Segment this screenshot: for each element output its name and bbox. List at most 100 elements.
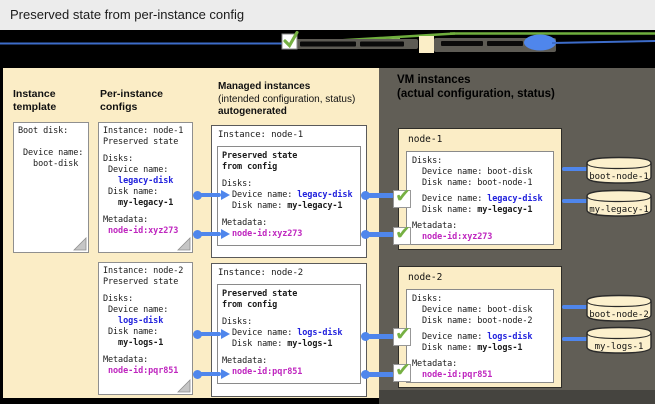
boot-disk-label: Boot disk: [18, 126, 69, 136]
stateful-disk-line: Disk name: my-legacy-1 [412, 205, 533, 215]
page-title: Preserved state from per-instance config [10, 7, 245, 22]
disk-cylinder-boot-node-2: boot-node-2 [586, 294, 652, 322]
device-name-value: logs-disk [487, 332, 533, 342]
column-header-instance-template: Instance template [13, 88, 57, 113]
stateful-device-line: Device name: logs-disk [412, 332, 533, 342]
metadata-label: Metadata: [222, 218, 268, 228]
title-bar: Preserved state from per-instance config [0, 0, 655, 30]
folded-corner-icon [177, 379, 191, 393]
disk-name-label: Disk name: [103, 327, 159, 337]
arrow-right-icon [221, 190, 230, 200]
disks-label: Disks: [103, 154, 134, 164]
preserved-state-heading: Preserved state [222, 151, 298, 161]
preserved-state-line: Preserved state [103, 277, 179, 287]
connector-line [197, 193, 221, 197]
metadata-label: Metadata: [412, 221, 458, 231]
boot-device-line: Device name: boot-disk [412, 167, 533, 177]
instance-template-card: Boot disk: Device name: boot-disk [13, 122, 89, 253]
column-header-managed-instances: Managed instances (intended configuratio… [218, 81, 356, 117]
disks-label: Disks: [412, 156, 443, 166]
check-icon: ✔ [395, 185, 411, 207]
arrow-right-icon [221, 329, 230, 339]
vm-panel-bottom-strip [379, 390, 655, 404]
disk-link-line [562, 167, 588, 171]
managed-instance-card-node-2: Instance: node-2 Preserved state from co… [211, 263, 367, 397]
disk-name-value: my-logs-1 [287, 339, 333, 349]
vm-node-title: node-1 [408, 134, 443, 145]
metadata-value: node-id:pqr851 [412, 370, 493, 380]
legend-redacted-text-3 [441, 41, 483, 46]
disk-link-line [562, 337, 588, 341]
connector-line [197, 332, 221, 336]
connector-dot [361, 332, 370, 341]
disk-link-line [562, 305, 588, 309]
preserved-state-heading-2: from config [222, 162, 278, 172]
legend-redacted-text-4 [487, 41, 523, 46]
disk-name: my-logs-1 [595, 342, 644, 352]
device-name-label: Device name: [103, 165, 169, 175]
per-instance-config-card-node-2: Instance: node-2 Preserved state Disks: … [98, 262, 193, 395]
connector-line [197, 232, 221, 236]
legend-band [0, 30, 655, 68]
disk-name-value: my-legacy-1 [287, 201, 343, 211]
metadata-value: node-id:pqr851 [103, 366, 179, 376]
device-name-label: Device name: [18, 148, 84, 158]
legend-blue-line-right [551, 40, 655, 44]
legend-check-icon [283, 30, 299, 49]
arrow-right-icon [221, 369, 230, 379]
metadata-value: node-id:xyz273 [222, 229, 303, 239]
disk-cylinder-my-legacy-1: my-legacy-1 [586, 189, 652, 217]
column-header-per-instance-configs: Per-instance configs [100, 88, 164, 113]
vm-card-node-2: node-2 Disks: Device name: boot-disk Dis… [398, 266, 562, 388]
vm-instances-heading: VM instances (actual configuration, stat… [397, 74, 555, 100]
connector-line [368, 334, 394, 339]
device-name-line: Device name: legacy-disk [222, 190, 353, 200]
connector-line [368, 232, 394, 237]
disks-label: Disks: [222, 317, 253, 327]
stateful-device-line: Device name: legacy-disk [412, 194, 543, 204]
vm-card-node-1: node-1 Disks: Device name: boot-disk Dis… [398, 128, 562, 250]
disk-name-value: my-legacy-1 [103, 198, 174, 208]
disks-label: Disks: [103, 294, 134, 304]
folded-corner-icon [73, 237, 87, 251]
disk-cylinder-boot-node-1: boot-node-1 [586, 156, 652, 184]
disk-cylinder-my-logs-1: my-logs-1 [586, 326, 652, 354]
metadata-value: node-id:xyz273 [103, 226, 179, 236]
disk-name-line: Disk name: my-legacy-1 [222, 201, 343, 211]
applied-checkbox: ✔ [393, 323, 411, 346]
device-name-value: logs-disk [103, 316, 164, 326]
managed-instance-title: Instance: node-1 [218, 130, 304, 140]
device-name-value: legacy-disk [297, 190, 353, 200]
disk-name: boot-node-2 [589, 310, 649, 320]
stateful-disk-line: Disk name: my-logs-1 [412, 343, 523, 353]
arrow-right-icon [221, 229, 230, 239]
applied-checkbox: ✔ [393, 185, 411, 208]
preserved-state-line: Preserved state [103, 137, 179, 147]
instance-line: Instance: node-1 [103, 126, 184, 136]
legend-blue-oval [524, 34, 556, 51]
preserved-state-heading: Preserved state [222, 289, 298, 299]
disks-label: Disks: [222, 179, 253, 189]
disk-name-line: Disk name: my-logs-1 [222, 339, 333, 349]
vm-state-box: Disks: Device name: boot-disk Disk name:… [406, 289, 554, 383]
check-icon: ✔ [395, 359, 411, 381]
metadata-value: node-id:xyz273 [412, 232, 493, 242]
boot-device-line: Device name: boot-disk [412, 305, 533, 315]
disk-name: my-legacy-1 [589, 205, 649, 215]
device-name-line: Device name: logs-disk [222, 328, 343, 338]
disk-name-value: my-logs-1 [477, 343, 523, 353]
legend-beige-swatch [419, 36, 434, 53]
legend-redacted-text-1 [300, 41, 356, 47]
instance-line: Instance: node-2 [103, 266, 184, 276]
folded-corner-icon [177, 237, 191, 251]
managed-instance-card-node-1: Instance: node-1 Preserved state from co… [211, 125, 367, 258]
preserved-state-box: Preserved state from config Disks: Devic… [217, 284, 361, 384]
device-name-label: Device name: [103, 305, 169, 315]
metadata-label: Metadata: [412, 359, 458, 369]
check-icon: ✔ [395, 323, 411, 345]
device-name-value: legacy-disk [103, 176, 174, 186]
device-name-value: boot-disk [18, 159, 79, 169]
connector-dot [361, 370, 370, 379]
metadata-value: node-id:pqr851 [222, 367, 303, 377]
